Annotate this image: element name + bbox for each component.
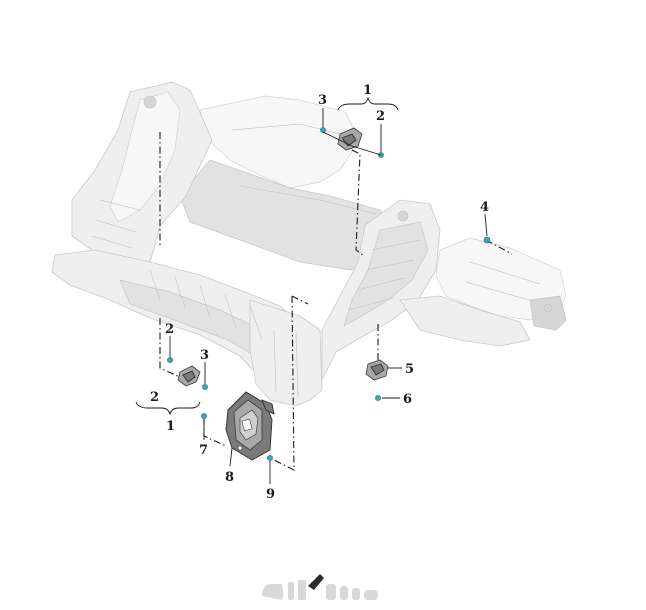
bolt-7 — [201, 413, 207, 419]
bolt-top-left — [320, 127, 326, 133]
callout-5: 5 — [405, 362, 414, 377]
fastener-9 — [267, 455, 273, 461]
bracket-part-top — [320, 127, 384, 158]
callout-6: 6 — [403, 392, 412, 407]
bolt-left-upper — [167, 357, 173, 363]
leader-lines — [135, 96, 488, 484]
callout-9: 9 — [266, 487, 275, 502]
callout-2-top: 2 — [376, 109, 385, 124]
fastener-6 — [375, 395, 381, 401]
fastener-7 — [201, 413, 207, 419]
assembly-lines — [159, 132, 513, 471]
bracket-part-left — [167, 357, 208, 390]
callout-3-left: 3 — [200, 348, 209, 363]
callout-4: 4 — [480, 200, 489, 215]
callout-labels: 1 3 2 4 2 3 2 1 5 6 7 8 9 — [150, 83, 489, 502]
callout-3-top: 3 — [318, 93, 327, 108]
subframe — [51, 81, 567, 407]
callout-8: 8 — [225, 470, 234, 485]
callout-7: 7 — [199, 443, 208, 458]
bolt-4 — [483, 236, 491, 244]
bolt-6 — [375, 395, 381, 401]
callout-1-left: 1 — [166, 419, 175, 434]
fastener-4 — [483, 236, 491, 244]
bolt-9 — [267, 455, 273, 461]
callout-1-top: 1 — [363, 83, 372, 98]
callout-2-left: 2 — [165, 322, 174, 337]
bracket-plate-8 — [225, 391, 275, 461]
logo-watermark-icon — [262, 574, 378, 600]
bolt-left-lower — [202, 384, 208, 390]
clip-part-5 — [365, 359, 389, 381]
callout-2-bracket: 2 — [150, 390, 159, 405]
